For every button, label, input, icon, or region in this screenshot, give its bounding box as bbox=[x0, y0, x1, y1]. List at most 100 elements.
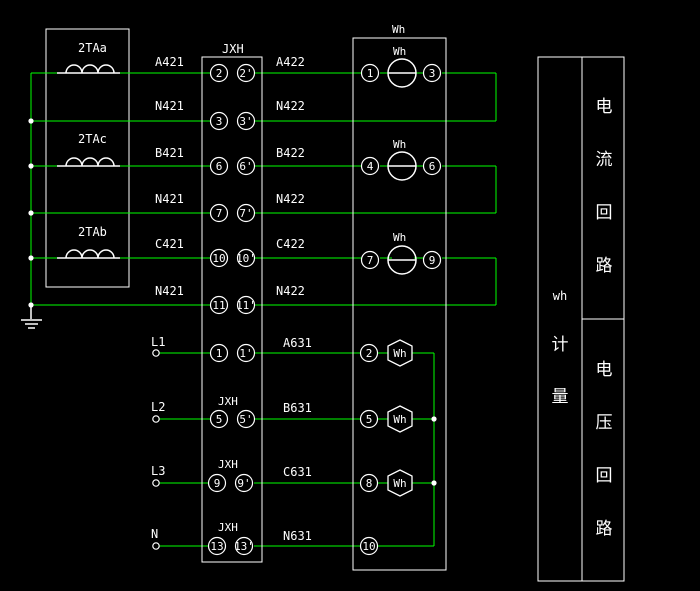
terminal-number: 7' bbox=[239, 207, 252, 220]
terminal-number: 6 bbox=[216, 160, 223, 173]
terminal bbox=[236, 295, 256, 315]
terminal-number: 2' bbox=[239, 67, 252, 80]
terminal-number: 10 bbox=[212, 252, 225, 265]
meter-label: Wh bbox=[393, 413, 406, 426]
terminal bbox=[422, 156, 442, 176]
vt-wire-labels: A631 B631 C631 N631 bbox=[283, 336, 312, 543]
meter-label: Wh bbox=[393, 45, 406, 58]
terminal-number: 2 bbox=[216, 67, 223, 80]
left-wire-labels: A421 N421 B421 N421 C421 N421 bbox=[155, 55, 184, 298]
ct-label-a: 2TAa bbox=[78, 41, 107, 55]
terminal-number: 5' bbox=[239, 413, 252, 426]
terminal bbox=[359, 473, 379, 493]
terminal bbox=[209, 111, 229, 131]
wire-label: C422 bbox=[276, 237, 305, 251]
junction-dots bbox=[28, 118, 437, 486]
terminal-number: 5 bbox=[216, 413, 223, 426]
terminal-number: 13' bbox=[234, 540, 254, 553]
meter-label: Wh bbox=[393, 138, 406, 151]
current-loop-char: 路 bbox=[596, 256, 613, 276]
wire-label: A631 bbox=[283, 336, 312, 350]
terminal-number: 5 bbox=[366, 413, 373, 426]
meter-label: Wh bbox=[393, 231, 406, 244]
terminal-number: 1 bbox=[216, 347, 223, 360]
meter-enclosure bbox=[352, 37, 447, 571]
terminal-number: 3' bbox=[239, 115, 252, 128]
vt-sub-label: JXH bbox=[218, 395, 238, 408]
terminal bbox=[207, 473, 227, 493]
terminal-number: 3 bbox=[429, 67, 436, 80]
vt-terminals: 1 1' 5 5' 9 9' 13 13' bbox=[207, 343, 256, 556]
wire-label: B422 bbox=[276, 146, 305, 160]
meter-section-label-cn: 计 bbox=[552, 335, 569, 355]
voltage-loop-char: 压 bbox=[596, 413, 613, 433]
terminal-number: 8 bbox=[366, 477, 373, 490]
terminal bbox=[236, 409, 256, 429]
terminal-number: 1' bbox=[239, 347, 252, 360]
terminal-number: 9' bbox=[237, 477, 250, 490]
terminal-number: 7 bbox=[367, 254, 374, 267]
terminal bbox=[236, 343, 256, 363]
terminal bbox=[360, 250, 380, 270]
meter-enclosure-label: Wh bbox=[392, 23, 405, 36]
input-terminal-icon bbox=[152, 415, 160, 423]
terminal-number: 6' bbox=[239, 160, 252, 173]
wires bbox=[21, 72, 497, 547]
voltage-coil-icon bbox=[387, 405, 413, 433]
wire-label: N421 bbox=[155, 99, 184, 113]
side-panel-voltage-cell bbox=[581, 318, 625, 582]
meter-label: Wh bbox=[393, 477, 406, 490]
input-terminal-icon bbox=[152, 349, 160, 357]
meter-label: Wh bbox=[393, 347, 406, 360]
vt-input-label: N bbox=[151, 527, 158, 541]
ct-terminals: 2 2' 3 3' 6 6' 7 7' 10 10' 11 11' bbox=[209, 63, 256, 315]
voltage-inputs: L1 L2 L3 N bbox=[151, 335, 165, 550]
ct-b: 2TAb bbox=[57, 225, 120, 259]
terminal bbox=[209, 343, 229, 363]
terminal bbox=[236, 248, 256, 268]
terminal bbox=[209, 203, 229, 223]
vt-sub-labels: JXH JXH JXH bbox=[218, 395, 238, 534]
ct-coil-icon bbox=[65, 157, 115, 167]
terminal-number: 10 bbox=[362, 540, 375, 553]
current-loop-char: 电 bbox=[596, 97, 613, 117]
vt-input-label: L3 bbox=[151, 464, 165, 478]
voltage-loop-char: 回 bbox=[596, 466, 613, 486]
terminal bbox=[422, 63, 442, 83]
wire-label: A422 bbox=[276, 55, 305, 69]
ct-coil-icon bbox=[65, 249, 115, 259]
terminal bbox=[359, 343, 379, 363]
terminal bbox=[209, 409, 229, 429]
terminal bbox=[234, 473, 254, 493]
meter-section-label-cn: 量 bbox=[552, 387, 569, 407]
wire-label: N422 bbox=[276, 99, 305, 113]
terminal bbox=[236, 111, 256, 131]
meter-section-label: wh bbox=[553, 289, 567, 303]
vt-sub-label: JXH bbox=[218, 458, 238, 471]
side-panel-main-cell bbox=[537, 56, 583, 582]
side-panel: wh 计 量 电 流 回 路 电 压 回 路 bbox=[537, 56, 625, 582]
terminal-number: 11 bbox=[212, 299, 225, 312]
voltage-loop-char: 电 bbox=[596, 360, 613, 380]
ct-enclosure bbox=[45, 28, 130, 288]
terminal-number: 9 bbox=[429, 254, 436, 267]
wire-label: C421 bbox=[155, 237, 184, 251]
terminal-number: 9 bbox=[214, 477, 221, 490]
voltage-loop-char: 路 bbox=[596, 519, 613, 539]
terminal bbox=[209, 63, 229, 83]
terminal bbox=[422, 250, 442, 270]
terminal-block-label: JXH bbox=[222, 42, 244, 56]
terminal-number: 2 bbox=[366, 347, 373, 360]
terminal-number: 6 bbox=[429, 160, 436, 173]
terminal-number: 4 bbox=[367, 160, 374, 173]
terminal bbox=[236, 63, 256, 83]
wire-label: A421 bbox=[155, 55, 184, 69]
ct-label-c: 2TAc bbox=[78, 132, 107, 146]
terminal bbox=[209, 248, 229, 268]
input-terminal-icon bbox=[152, 479, 160, 487]
terminal bbox=[209, 295, 229, 315]
terminal bbox=[236, 156, 256, 176]
terminal bbox=[360, 156, 380, 176]
terminal-number: 11' bbox=[236, 299, 256, 312]
